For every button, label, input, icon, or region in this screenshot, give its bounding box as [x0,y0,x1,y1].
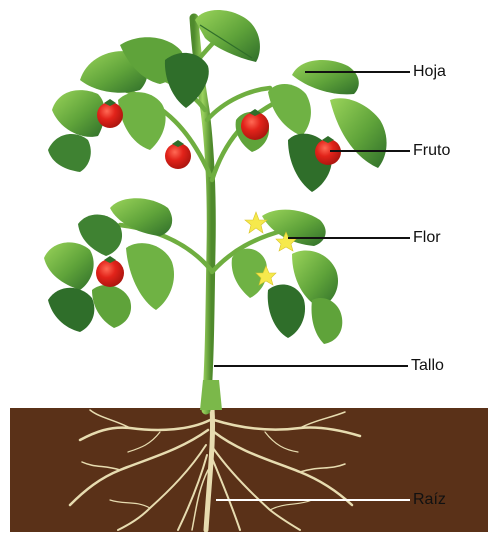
fruit-tomato [96,259,124,287]
label-flower: Flor [413,229,441,247]
stem-base [200,380,222,410]
label-fruit: Fruto [413,142,450,160]
label-leaf: Hoja [413,63,446,81]
label-root: Raíz [413,491,446,509]
leaf-lower-right [232,210,343,344]
label-stem: Tallo [411,357,444,375]
fruit-tomato [241,112,269,140]
